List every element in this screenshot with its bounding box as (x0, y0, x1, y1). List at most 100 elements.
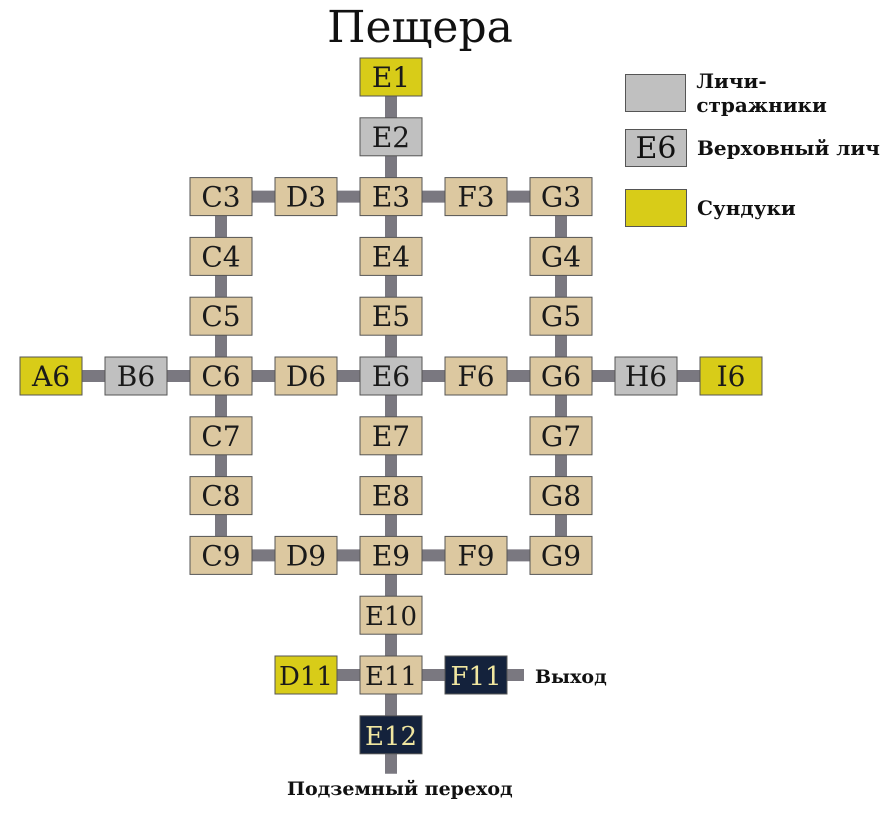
legend-label-guards: Личи-стражники (696, 69, 827, 117)
room-box (189, 416, 253, 456)
room-C6: C6 (189, 356, 253, 396)
room-box (104, 356, 168, 396)
exit-label: Выход (535, 666, 607, 688)
room-box (529, 296, 593, 336)
room-E10: E10 (359, 595, 423, 635)
room-E8: E8 (359, 476, 423, 516)
room-E11: E11 (359, 655, 423, 695)
room-box (359, 476, 423, 516)
room-box (274, 356, 338, 396)
room-box (189, 476, 253, 516)
room-label: E9 (372, 539, 410, 572)
room-label: E5 (372, 300, 410, 333)
room-label: E6 (372, 360, 410, 393)
underground-passage-label: Подземный переход (287, 778, 513, 800)
room-label: E4 (372, 240, 410, 273)
room-label: G5 (541, 300, 581, 333)
legend-supreme-lich: E6 Верховный лич (625, 129, 880, 167)
room-label: G4 (541, 240, 581, 273)
room-label: F11 (450, 662, 501, 692)
room-G9: G9 (529, 535, 593, 575)
room-box (359, 535, 423, 575)
room-E6: E6 (359, 356, 423, 396)
room-G3: G3 (529, 177, 593, 217)
room-C5: C5 (189, 296, 253, 336)
room-F3: F3 (444, 177, 508, 217)
room-G5: G5 (529, 296, 593, 336)
map-title: Пещера (327, 2, 513, 53)
legend-guards: Личи-стражники (625, 69, 895, 117)
room-label: B6 (117, 360, 155, 393)
room-label: C5 (201, 300, 240, 333)
room-box (359, 416, 423, 456)
room-box (444, 655, 508, 695)
room-label: G8 (541, 480, 581, 513)
room-box (359, 595, 423, 635)
room-box (189, 177, 253, 217)
legend-swatch-supreme-lich: E6 (625, 129, 687, 167)
room-label: E12 (365, 722, 417, 752)
room-label: D3 (286, 181, 326, 214)
room-box (529, 236, 593, 276)
room-label: D11 (279, 662, 333, 692)
room-label: E7 (372, 420, 410, 453)
room-E9: E9 (359, 535, 423, 575)
room-label: I6 (717, 360, 746, 393)
room-box (529, 356, 593, 396)
room-label: E8 (372, 480, 410, 513)
room-label: D9 (286, 539, 326, 572)
room-H6: H6 (614, 356, 678, 396)
room-E3: E3 (359, 177, 423, 217)
room-F11: F11 (444, 655, 508, 695)
room-label: C3 (201, 181, 240, 214)
room-box (444, 177, 508, 217)
room-box (274, 177, 338, 217)
room-box (359, 655, 423, 695)
legend-chests: Сундуки (625, 189, 796, 227)
room-label: H6 (625, 360, 667, 393)
room-D6: D6 (274, 356, 338, 396)
room-C4: C4 (189, 236, 253, 276)
room-label: D6 (286, 360, 326, 393)
room-D9: D9 (274, 535, 338, 575)
room-D3: D3 (274, 177, 338, 217)
room-label: G9 (541, 539, 581, 572)
room-B6: B6 (104, 356, 168, 396)
room-label: E11 (365, 662, 417, 692)
room-label: A6 (31, 360, 70, 393)
room-box (699, 356, 763, 396)
room-E2: E2 (359, 117, 423, 157)
room-A6: A6 (19, 356, 83, 396)
room-label: E2 (372, 121, 410, 154)
legend-label-chests: Сундуки (697, 196, 796, 220)
legend-label-supreme-lich: Верховный лич (697, 136, 880, 160)
room-E12: E12 (359, 715, 423, 755)
room-box (19, 356, 83, 396)
room-box (444, 356, 508, 396)
room-G7: G7 (529, 416, 593, 456)
room-label: G3 (541, 181, 581, 214)
room-box (274, 535, 338, 575)
room-box (529, 416, 593, 456)
room-E5: E5 (359, 296, 423, 336)
legend-swatch-guards (625, 74, 687, 112)
room-box (189, 356, 253, 396)
room-G6: G6 (529, 356, 593, 396)
room-box (359, 715, 423, 755)
room-C8: C8 (189, 476, 253, 516)
room-box (529, 476, 593, 516)
room-label: C6 (201, 360, 240, 393)
room-box (274, 655, 338, 695)
room-label: C8 (201, 480, 240, 513)
room-D11: D11 (274, 655, 338, 695)
room-label: E3 (372, 181, 410, 214)
room-label: G7 (541, 420, 581, 453)
legend-swatch-chests (625, 189, 687, 227)
room-box (529, 177, 593, 217)
room-G4: G4 (529, 236, 593, 276)
room-F6: F6 (444, 356, 508, 396)
room-box (189, 296, 253, 336)
room-label: G6 (541, 360, 581, 393)
room-box (444, 535, 508, 575)
